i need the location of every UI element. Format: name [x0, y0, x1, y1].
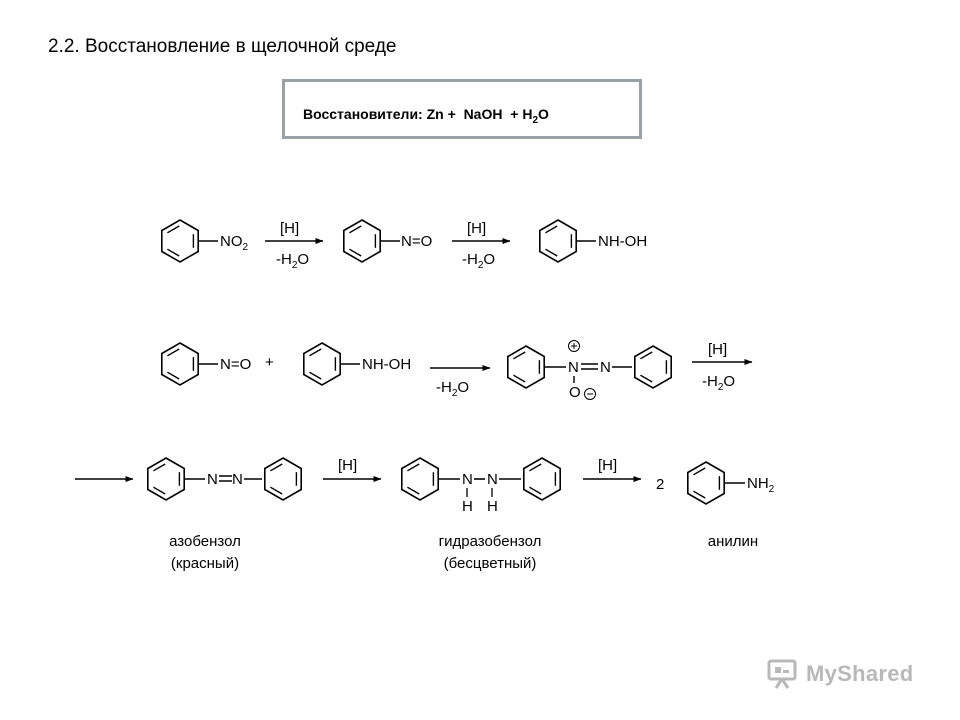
row3-azobenzene: N N — [147, 457, 303, 501]
svg-text:N=O: N=O — [401, 233, 432, 250]
row2-azoxybenzene: N N O — [506, 340, 673, 401]
row3-hydrazobenzene: N N H H — [400, 457, 562, 515]
svg-text:NO2: NO2 — [220, 233, 249, 253]
svg-text:NH-OH: NH-OH — [362, 356, 411, 373]
reagents-line: Восстановители: Zn + NaOH + H2O — [303, 106, 549, 126]
reagent-naoh: NaOH — [463, 106, 503, 122]
svg-text:N: N — [568, 359, 579, 376]
row2-phenylhydroxylamine: NH-OH — [302, 342, 411, 386]
svg-text:[H]: [H] — [467, 220, 486, 237]
watermark: MyShared — [766, 656, 914, 692]
reagent-plus: + — [510, 106, 519, 122]
svg-text:H: H — [462, 498, 473, 515]
svg-text:N=O: N=O — [220, 356, 251, 373]
reagents-box: Восстановители: Zn + NaOH + H2O — [282, 79, 642, 139]
row1-arrow-1: [H] -H2O — [265, 220, 324, 271]
svg-text:[H]: [H] — [598, 457, 617, 474]
row1-nitrosobenzene: N=O — [342, 219, 432, 263]
aniline-caption: анилин — [688, 531, 778, 553]
svg-text:H: H — [487, 498, 498, 515]
hydrazobenzene-color: (бесцветный) — [443, 555, 537, 572]
row3-aniline: NH2 — [686, 461, 775, 505]
row2-arrow-1: -H2O — [430, 365, 491, 399]
azobenzene-name: азобензол — [169, 533, 241, 550]
row2-nitrosobenzene: N=O — [161, 342, 251, 386]
row1-arrow-2: [H] -H2O — [452, 220, 511, 271]
row3-arrow-1: [H] — [323, 457, 382, 482]
svg-text:N: N — [600, 359, 611, 376]
row2-plus: + — [265, 354, 274, 371]
hydrazobenzene-caption: гидразобензол (бесцветный) — [415, 531, 565, 575]
svg-text:-H2O: -H2O — [436, 379, 469, 399]
svg-text:-H2O: -H2O — [276, 251, 309, 271]
svg-text:[H]: [H] — [280, 220, 299, 237]
row1-nitrobenzene: NO2 — [161, 219, 249, 263]
row1-phenylhydroxylamine: NH-OH — [538, 219, 647, 263]
svg-text:N: N — [232, 471, 243, 488]
svg-text:N: N — [487, 471, 498, 488]
reagents-label: Восстановители: — [303, 106, 423, 122]
reagent-water: H2O — [522, 106, 549, 126]
svg-text:-H2O: -H2O — [702, 373, 735, 393]
watermark-text: MyShared — [806, 661, 914, 686]
row3-coefficient: 2 — [656, 476, 664, 493]
svg-text:[H]: [H] — [338, 457, 357, 474]
svg-text:N: N — [207, 471, 218, 488]
presentation-icon — [767, 659, 797, 689]
svg-text:NH-OH: NH-OH — [598, 233, 647, 250]
reagent-zn: Zn + — [426, 106, 456, 122]
svg-text:[H]: [H] — [708, 341, 727, 358]
svg-text:O: O — [569, 384, 581, 401]
aniline-name: анилин — [707, 533, 759, 550]
row2-arrow-2: [H] -H2O — [692, 341, 753, 393]
svg-text:N: N — [462, 471, 473, 488]
azobenzene-color: (красный) — [170, 555, 240, 572]
hydrazobenzene-name: гидразобензол — [438, 533, 542, 550]
row3-arrow-2: [H] — [583, 457, 642, 482]
azobenzene-caption: азобензол (красный) — [140, 531, 270, 575]
svg-text:-H2O: -H2O — [462, 251, 495, 271]
svg-text:NH2: NH2 — [747, 475, 775, 495]
page-heading: 2.2. Восстановление в щелочной среде — [48, 36, 397, 57]
